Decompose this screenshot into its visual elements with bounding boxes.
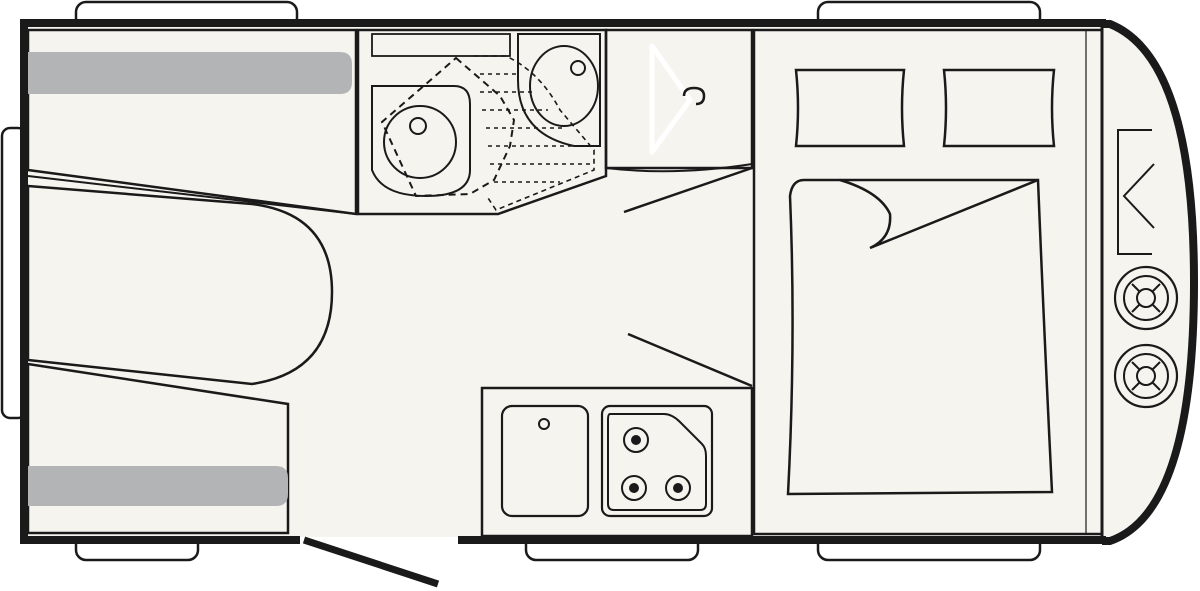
duvet-fold [839, 178, 1039, 250]
toilet-icon [371, 85, 471, 198]
wheel-icon [1113, 265, 1179, 331]
dinette-backrest-top [28, 52, 352, 94]
stove-burner-icon [665, 475, 691, 501]
stove-burner-icon [621, 475, 647, 501]
caravan-floor [24, 27, 1100, 537]
coat-hanger-icon [649, 43, 706, 155]
sink-icon [500, 404, 590, 518]
dinette-backrest-bottom [28, 466, 288, 506]
bathroom [356, 28, 608, 216]
dinette-seam-top [27, 175, 357, 215]
doors [302, 163, 753, 588]
pillow-right [942, 68, 1056, 148]
bed-inner-edge [1085, 29, 1103, 535]
pillow-left [794, 68, 906, 148]
dinette-table [26, 184, 334, 386]
outer-wall [20, 19, 1106, 544]
sink-icon-bathroom [517, 33, 601, 147]
front-nose-outline [1102, 20, 1199, 545]
mattress [786, 178, 1054, 496]
stove [600, 404, 714, 518]
front-nose [1100, 27, 1190, 537]
toilet-tank [371, 33, 511, 57]
wardrobe [604, 28, 754, 170]
front-storage [1117, 129, 1155, 255]
shower-icon [380, 55, 595, 211]
wheel-icon [1113, 343, 1179, 409]
entrance-door [302, 536, 440, 588]
stove-burner-icon [623, 427, 649, 453]
